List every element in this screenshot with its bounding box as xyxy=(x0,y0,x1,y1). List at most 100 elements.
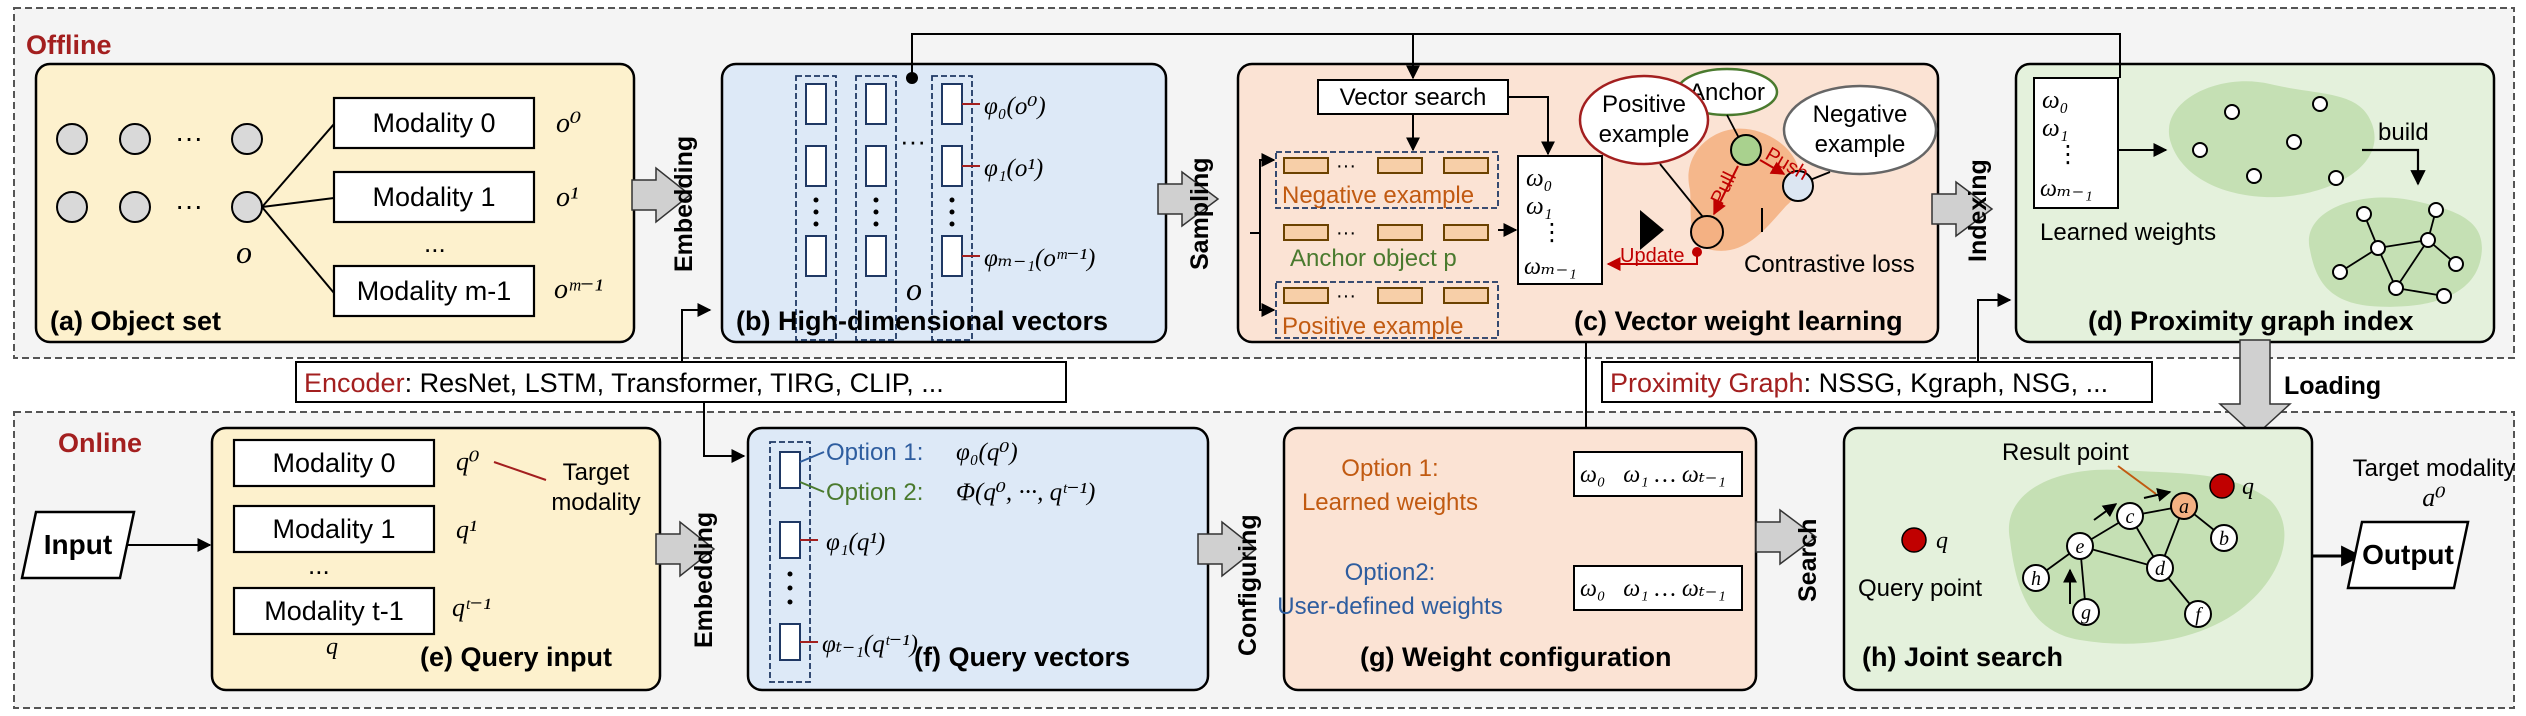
weight-c-dots: ⋮ xyxy=(1540,219,1564,246)
embedding-label-top: Embedding xyxy=(670,136,698,272)
update-dot xyxy=(1692,247,1702,257)
encoder-list: : ResNet, LSTM, Transformer, TIRG, CLIP,… xyxy=(405,368,944,398)
weight-c-m1: ωₘ₋₁ xyxy=(1524,254,1577,280)
proximity-graph-annotation: Proximity Graph: NSSG, Kgraph, NSG, ... xyxy=(1610,368,2108,398)
loading-arrow xyxy=(2218,339,2292,438)
search-path-arrows xyxy=(2063,488,2172,604)
modality-1-box xyxy=(332,170,536,224)
node-h: h xyxy=(2031,568,2041,590)
query-modality-0-box xyxy=(232,438,436,488)
object-var-a: o xyxy=(236,234,252,270)
node-a: a xyxy=(2179,496,2189,518)
caption-e: (e) Query input xyxy=(420,642,612,672)
pull-push-arrows xyxy=(1713,159,1786,216)
negative-point xyxy=(1782,170,1814,202)
negative-bubble-line1: Negative xyxy=(1813,101,1908,128)
negative-dots: ··· xyxy=(1336,155,1356,177)
modality-0-label: Modality 0 xyxy=(372,108,495,138)
negative-group xyxy=(1275,151,1499,209)
o-super-m1: oᵐ⁻¹ xyxy=(554,274,603,305)
q-super-0: q⁰ xyxy=(456,447,480,476)
dots-ellipsis-2: ··· xyxy=(175,190,203,221)
weight-d-1: ω₁ xyxy=(2042,115,2068,142)
query-var: q xyxy=(326,634,338,660)
g-option2-line1: Option2: xyxy=(1345,559,1436,586)
negative-bubble-line2: example xyxy=(1815,131,1906,158)
top-feedback-lines xyxy=(911,33,2121,80)
weight-c-0: ω₀ xyxy=(1526,165,1552,192)
modality-m1-box xyxy=(332,264,536,318)
phi-0: φ₀(o⁰) xyxy=(984,93,1046,120)
query-phi-ticks xyxy=(799,451,825,643)
target-q: q xyxy=(2242,474,2254,500)
sampling-label: Sampling xyxy=(1186,157,1214,270)
anchor-object-label: Anchor object p xyxy=(1290,245,1457,272)
query-vector-ellipsis xyxy=(787,571,793,605)
f-option1-label: Option 1: xyxy=(826,439,923,466)
caption-a: (a) Object set xyxy=(50,306,221,336)
f-phi-t1: φₜ₋₁(qᵗ⁻¹) xyxy=(822,631,918,658)
indexing-label: Indexing xyxy=(1964,159,1992,262)
negative-example-label: Negative example xyxy=(1282,182,1474,209)
caption-h: (h) Joint search xyxy=(1862,642,2063,672)
query-modality-0-label: Modality 0 xyxy=(272,448,395,478)
node-c: c xyxy=(2126,506,2135,528)
target-label-1: Target xyxy=(563,459,630,486)
offline-title: Offline xyxy=(26,30,112,60)
g-weights-box-2 xyxy=(1573,565,1743,611)
sampling-flow-lines xyxy=(1250,96,1555,317)
learned-weights-label: Learned weights xyxy=(2040,219,2216,246)
weights-box-c xyxy=(1517,155,1603,285)
output-label: Output xyxy=(2362,539,2454,570)
caption-g: (g) Weight configuration xyxy=(1360,642,1671,672)
configuring-label: Configuring xyxy=(1234,514,1262,656)
embedding-label-bottom: Embedding xyxy=(690,512,718,648)
search-arrow xyxy=(1755,508,1818,566)
query-modality-1-box xyxy=(232,504,436,554)
build-arrow xyxy=(2362,148,2426,186)
g-option1-line1: Option 1: xyxy=(1341,455,1438,482)
phi-1: φ₁(o¹) xyxy=(984,155,1043,182)
anchor-cells xyxy=(1283,224,1489,241)
negative-bubble xyxy=(1782,84,1938,176)
caption-d: (d) Proximity graph index xyxy=(2088,306,2414,336)
node-e: e xyxy=(2076,536,2085,558)
search-label: Search xyxy=(1794,519,1822,602)
node-g: g xyxy=(2081,602,2091,624)
vector-search-label: Vector search xyxy=(1340,84,1487,111)
g-weights-row-1: ω₀ ω₁ … ωₜ₋₁ xyxy=(1580,462,1726,488)
weights-box-d xyxy=(2033,77,2119,209)
result-point-label: Result point xyxy=(2002,439,2129,466)
caption-c: (c) Vector weight learning xyxy=(1574,306,1903,336)
proximity-graph-label: Proximity Graph xyxy=(1610,368,1804,398)
weight-d-0: ω₀ xyxy=(2042,87,2068,114)
dots-ellipsis-1: ··· xyxy=(175,122,203,153)
build-label: build xyxy=(2378,119,2429,146)
q-super-t1: qᵗ⁻¹ xyxy=(452,593,491,622)
positive-dots: ··· xyxy=(1336,285,1356,307)
input-label: Input xyxy=(44,529,112,560)
anchor-point xyxy=(1730,134,1762,166)
g-option1-line2: Learned weights xyxy=(1302,489,1478,516)
result-pointer xyxy=(2117,465,2157,495)
sampling-arrow xyxy=(1157,170,1220,228)
search-node-labels: a b c d e f g h xyxy=(2031,496,2229,626)
f-option2-label: Option 2: xyxy=(826,479,923,506)
caption-f: (f) Query vectors xyxy=(914,642,1130,672)
query-vector-cells xyxy=(779,451,801,661)
graph-blob xyxy=(2308,197,2482,307)
f-phi-1: φ₁(q¹) xyxy=(826,529,885,556)
update-label: Update xyxy=(1620,245,1685,267)
query-modality-1-label: Modality 1 xyxy=(272,514,395,544)
positive-cells xyxy=(1283,287,1489,304)
input-box[interactable] xyxy=(20,510,136,580)
output-box[interactable] xyxy=(2346,520,2470,590)
vector-search-box xyxy=(1317,79,1509,115)
weight-c-1: ω₁ xyxy=(1526,193,1552,220)
query-vector-column xyxy=(769,441,811,683)
g-weights-row-2: ω₀ ω₁ … ωₜ₋₁ xyxy=(1580,576,1726,602)
query-point-label: Query point xyxy=(1858,575,1982,602)
positive-bubble-line1: Positive xyxy=(1602,91,1686,118)
vector-cells xyxy=(805,83,963,277)
f-option2-formula: Φ(q⁰, ···, qᵗ⁻¹) xyxy=(956,479,1095,506)
